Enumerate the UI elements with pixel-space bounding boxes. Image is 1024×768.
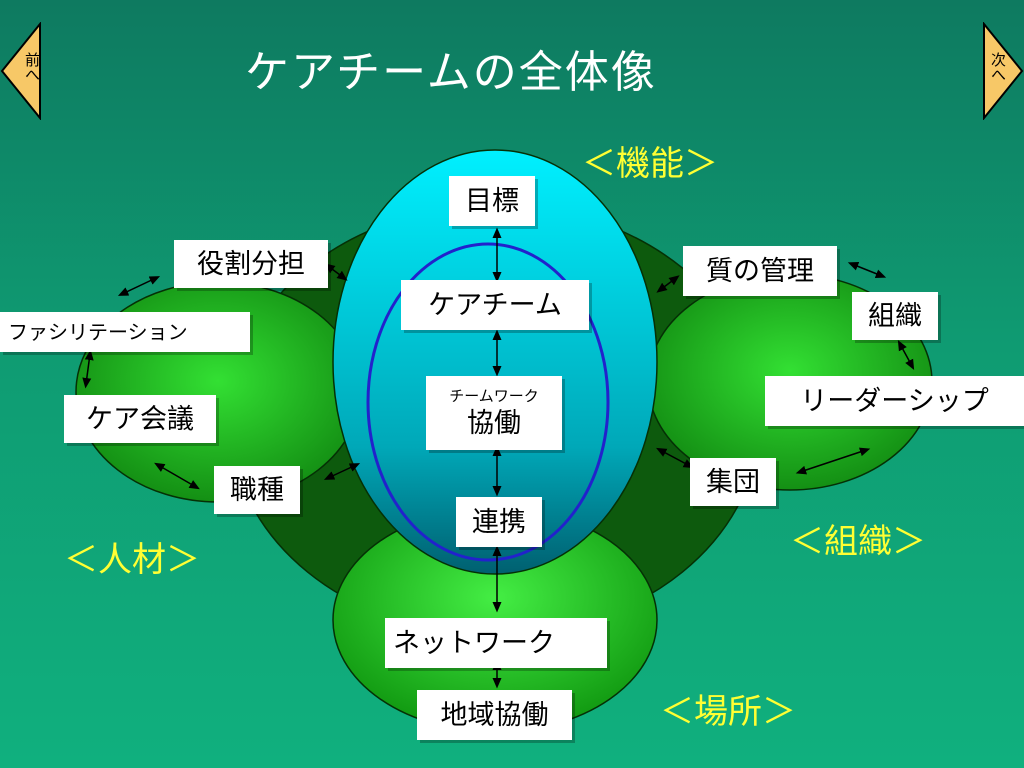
- arrow-quality-org: [847, 262, 887, 278]
- arrow-facil-meeting: [82, 349, 94, 389]
- arrow-quality-outer: [656, 275, 680, 293]
- goal-box: 目標: [449, 176, 535, 226]
- arrow-role-outer: [324, 263, 348, 281]
- arrow-org-leader: [897, 340, 915, 370]
- prev-button[interactable]: 前へ: [0, 21, 42, 121]
- care-team-box: ケアチーム: [401, 280, 589, 330]
- facilitation-box: ファシリテーション: [0, 312, 250, 352]
- left-arrow-icon: [0, 21, 41, 121]
- arrow-meeting-prof: [154, 462, 200, 490]
- collaboration-box: チームワーク 協働: [426, 376, 562, 450]
- collaboration-label: 協働: [467, 408, 521, 439]
- arrow-group-outer: [656, 447, 694, 469]
- arrow-role-facil: [117, 276, 161, 296]
- organization-box: 組織: [852, 292, 938, 340]
- next-label: 次へ: [989, 52, 1007, 82]
- role-sharing-box: 役割分担: [174, 240, 328, 288]
- next-button[interactable]: 次へ: [982, 21, 1024, 121]
- right-arrow-icon: [983, 21, 1024, 121]
- leadership-box: リーダーシップ: [765, 376, 1024, 426]
- category-place: ＜場所＞: [660, 692, 796, 732]
- cooperation-box: 連携: [456, 497, 542, 547]
- network-box: ネットワーク: [385, 618, 607, 668]
- teamwork-label: チームワーク: [449, 387, 539, 405]
- arrow-leader-group: [795, 447, 871, 475]
- care-meeting-box: ケア会議: [64, 395, 216, 443]
- page-title: ケアチームの全体像: [245, 47, 657, 98]
- profession-box: 職種: [214, 466, 300, 514]
- arrow-prof-outer: [323, 463, 361, 480]
- prev-label: 前へ: [23, 52, 41, 82]
- category-people: ＜人材＞: [64, 540, 200, 580]
- care-team-ring: [366, 242, 610, 562]
- category-organization: ＜組織＞: [790, 522, 926, 562]
- category-function: ＜機能＞: [582, 144, 718, 184]
- group-box: 集団: [690, 458, 776, 506]
- quality-management-box: 質の管理: [683, 246, 837, 296]
- community-collaboration-box: 地域協働: [417, 690, 572, 740]
